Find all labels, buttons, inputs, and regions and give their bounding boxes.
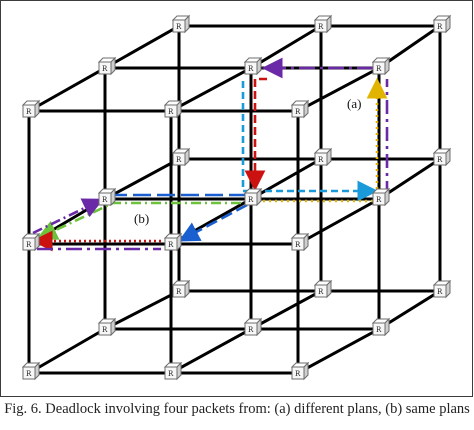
router-node: R xyxy=(432,14,452,34)
router-node: R xyxy=(371,187,391,207)
router-label: R xyxy=(318,288,324,296)
router-label: R xyxy=(176,288,182,296)
router-label: R xyxy=(437,23,443,31)
router-node: R xyxy=(21,99,41,119)
router-label: R xyxy=(295,241,301,249)
router-label: R xyxy=(248,65,254,73)
router-node: R xyxy=(163,99,183,119)
router-label: R xyxy=(176,23,182,31)
path-a-red xyxy=(244,77,267,192)
router-label: R xyxy=(376,326,382,334)
router-label: R xyxy=(102,65,108,73)
router-node: R xyxy=(371,56,391,76)
path-b-blue-diag xyxy=(178,203,248,242)
router-label: R xyxy=(376,196,382,204)
router-node: R xyxy=(243,56,263,76)
router-label: R xyxy=(318,23,324,31)
router-label: R xyxy=(168,241,174,249)
router-node: R xyxy=(313,14,333,34)
router-node: R xyxy=(97,56,117,76)
mesh-diagram: R R R R R R R R R R R R R R R R R R R R R R R R R R R (a) (b) xyxy=(21,14,452,381)
router-label: R xyxy=(295,370,301,378)
router-node: R xyxy=(290,361,310,381)
router-label: R xyxy=(437,156,443,164)
router-node: R xyxy=(21,232,41,252)
figure-caption: Fig. 6. Deadlock involving four packets … xyxy=(4,401,470,417)
router-label: R xyxy=(295,108,301,116)
router-label: R xyxy=(248,326,254,334)
router-node: R xyxy=(163,232,183,252)
router-node: R xyxy=(432,279,452,299)
router-label: R xyxy=(102,326,108,334)
router-label: R xyxy=(26,108,32,116)
label-b: (b) xyxy=(134,211,149,226)
router-label: R xyxy=(26,370,32,378)
router-node: R xyxy=(171,14,191,34)
router-label: R xyxy=(437,288,443,296)
router-node: R xyxy=(371,317,391,337)
router-node: R xyxy=(313,279,333,299)
router-node: R xyxy=(243,187,263,207)
router-label: R xyxy=(318,156,324,164)
router-node: R xyxy=(432,147,452,167)
router-node: R xyxy=(313,147,333,167)
router-label: R xyxy=(248,196,254,204)
router-node: R xyxy=(21,361,41,381)
routers: R R R R R R R R R R R R R R R R R R R R R R R R R R R xyxy=(21,14,452,381)
router-node: R xyxy=(243,317,263,337)
router-node: R xyxy=(97,187,117,207)
path-b-purple-diag xyxy=(32,198,104,235)
router-label: R xyxy=(168,370,174,378)
router-node: R xyxy=(163,361,183,381)
router-node: R xyxy=(171,147,191,167)
router-label: R xyxy=(26,241,32,249)
label-a: (a) xyxy=(347,96,361,111)
path-a-cyan xyxy=(241,81,379,202)
router-label: R xyxy=(168,108,174,116)
router-label: R xyxy=(176,156,182,164)
router-node: R xyxy=(290,99,310,119)
router-label: R xyxy=(376,65,382,73)
router-label: R xyxy=(102,196,108,204)
router-node: R xyxy=(171,279,191,299)
figure-frame: R R R R R R R R R R R R R R R R R R R R R R R R R R R (a) (b) xyxy=(0,0,473,397)
router-node: R xyxy=(290,232,310,252)
router-node: R xyxy=(97,317,117,337)
